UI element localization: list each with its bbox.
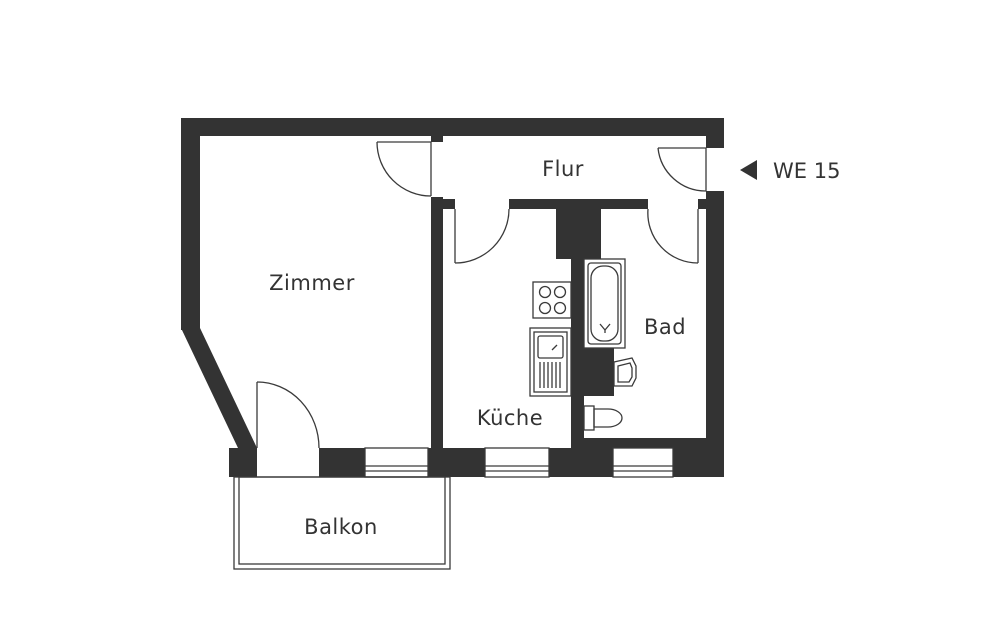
wall-bottom-b (428, 448, 485, 477)
wall-bottom-left (229, 448, 257, 477)
label-balkon: Balkon (304, 515, 378, 539)
wall-left-diagonal (181, 328, 257, 448)
balcony (233, 476, 451, 570)
label-bad: Bad (644, 315, 686, 339)
wall-flur-bottom-c (698, 199, 706, 209)
washbasin-icon (613, 357, 637, 387)
sink-icon (529, 327, 572, 397)
door-kueche (454, 208, 510, 264)
entrance-marker: WE 15 (740, 159, 840, 183)
doors (256, 141, 707, 449)
wall-flur-bottom-a (443, 199, 455, 209)
entrance-arrow-icon (740, 160, 757, 180)
wall-right-upper (706, 118, 724, 148)
stove-icon (532, 281, 572, 319)
wall-top (181, 118, 724, 136)
door-balkon (256, 381, 320, 449)
wall-bad-bottom (584, 438, 706, 448)
label-kueche: Küche (477, 406, 543, 430)
window-zimmer (364, 447, 429, 478)
window-kueche (484, 447, 550, 478)
room-labels: Zimmer Flur Küche Bad Balkon (269, 157, 686, 539)
wall-shaft (556, 209, 601, 259)
wall-inner-zimmer (431, 136, 443, 142)
label-flur: Flur (542, 157, 584, 181)
fixtures (529, 258, 637, 431)
unit-label: WE 15 (773, 159, 840, 183)
wall-kueche-bad (571, 259, 584, 448)
wall-bad-install (584, 348, 614, 396)
windows (364, 447, 674, 478)
door-bad (647, 208, 699, 264)
wall-left (181, 118, 200, 330)
wall-bottom-a (319, 448, 365, 477)
door-entrance (657, 147, 707, 192)
wall-bottom-c (549, 448, 613, 477)
wall-right-lower (706, 191, 724, 477)
door-zimmer (376, 141, 432, 197)
label-zimmer: Zimmer (269, 271, 355, 295)
bathtub-icon (583, 258, 626, 349)
walls (181, 118, 724, 477)
wall-flur-bottom-b (509, 199, 648, 209)
toilet-icon (583, 405, 623, 431)
window-bad (612, 447, 674, 478)
wall-inner-zimmer-lower (431, 197, 443, 448)
